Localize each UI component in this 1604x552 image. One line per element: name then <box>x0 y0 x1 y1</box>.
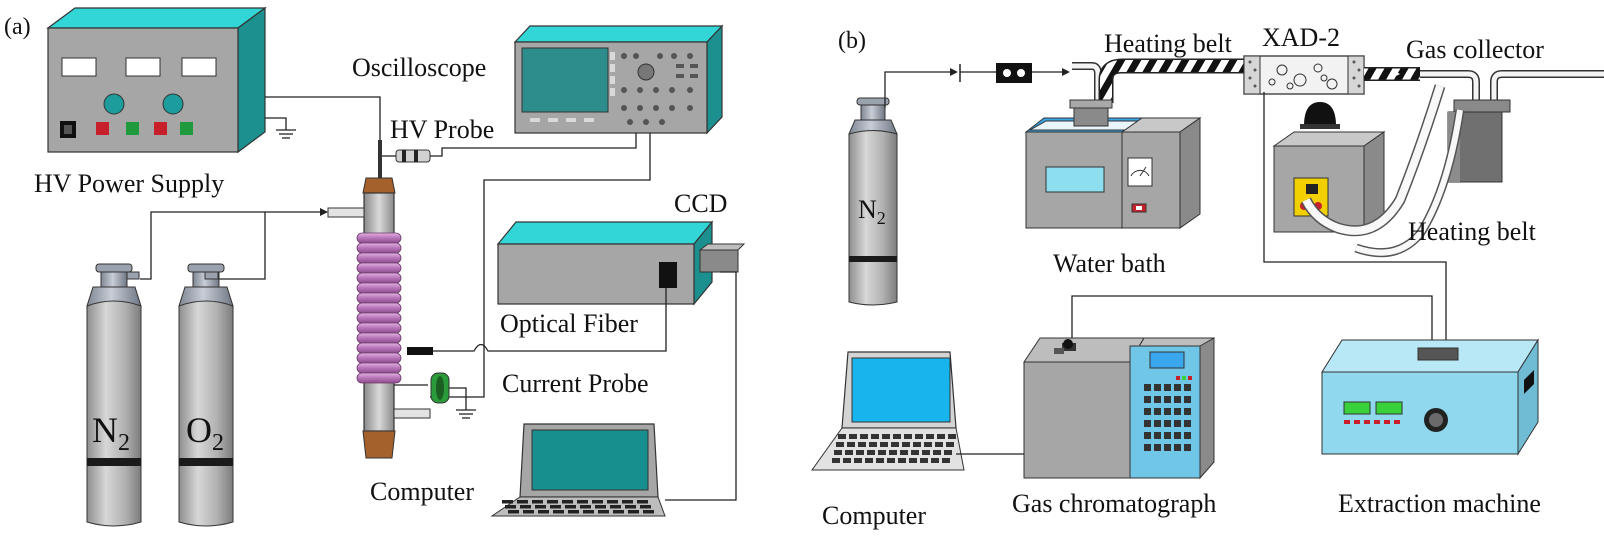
hv-probe-label: HV Probe <box>390 115 494 144</box>
laptop-a <box>490 423 666 517</box>
heating-belt-outlet <box>1364 67 1420 81</box>
reactor-coil <box>356 232 402 384</box>
panel-b-tag: (b) <box>838 28 866 54</box>
extraction-machine <box>1321 338 1539 456</box>
xad2-label: XAD-2 <box>1262 23 1340 52</box>
n2-cylinder-b: N2 <box>848 97 898 306</box>
oscilloscope-label: Oscilloscope <box>352 53 486 82</box>
sample-heater <box>1272 102 1386 233</box>
laptop-b <box>811 351 965 471</box>
optical-fiber-label: Optical Fiber <box>500 309 638 338</box>
n2-cylinder-a: N2 <box>86 263 142 527</box>
extraction-machine-label: Extraction machine <box>1338 489 1541 518</box>
ccd-label: CCD <box>674 189 727 218</box>
water-bath-label: Water bath <box>1053 249 1166 278</box>
ground-symbol-psu <box>265 117 296 139</box>
gas-line-o2 <box>218 212 266 280</box>
gas-chromatograph-label: Gas chromatograph <box>1012 489 1216 518</box>
computer-label-a: Computer <box>370 477 474 506</box>
gas-line-n2 <box>140 211 320 280</box>
panel-b: (b) N2 Heating belt <box>811 23 1604 530</box>
water-bath <box>1024 99 1202 229</box>
hv-power-supply <box>46 6 267 154</box>
panel-a: (a) HV Power Supply <box>4 6 746 527</box>
heating-belt-loop <box>1301 84 1465 258</box>
gas-collector-label: Gas collector <box>1406 35 1544 64</box>
gas-chromatograph <box>1023 337 1215 480</box>
ccd-spectrometer <box>496 220 746 306</box>
panel-a-tag: (a) <box>4 14 31 40</box>
hv-wire <box>265 96 381 148</box>
heating-belt-top-label: Heating belt <box>1104 29 1233 58</box>
current-probe <box>394 372 476 419</box>
xad2-tube <box>1243 55 1365 95</box>
n2-formula-b: N2 <box>858 195 886 228</box>
n2-formula-a: N2 <box>92 410 130 456</box>
computer-label-b: Computer <box>822 501 926 530</box>
heating-belt-top <box>1098 58 1244 103</box>
hv-power-supply-label: HV Power Supply <box>34 169 224 198</box>
optical-fiber <box>407 288 667 355</box>
o2-formula-a: O2 <box>186 410 224 456</box>
hv-probe <box>382 133 637 163</box>
heating-belt-right-label: Heating belt <box>1408 217 1537 246</box>
oscilloscope <box>513 24 724 135</box>
o2-cylinder-a: O2 <box>178 263 234 527</box>
current-probe-label: Current Probe <box>502 369 649 398</box>
flow-meter <box>996 63 1070 83</box>
ccd-cable <box>665 271 737 501</box>
